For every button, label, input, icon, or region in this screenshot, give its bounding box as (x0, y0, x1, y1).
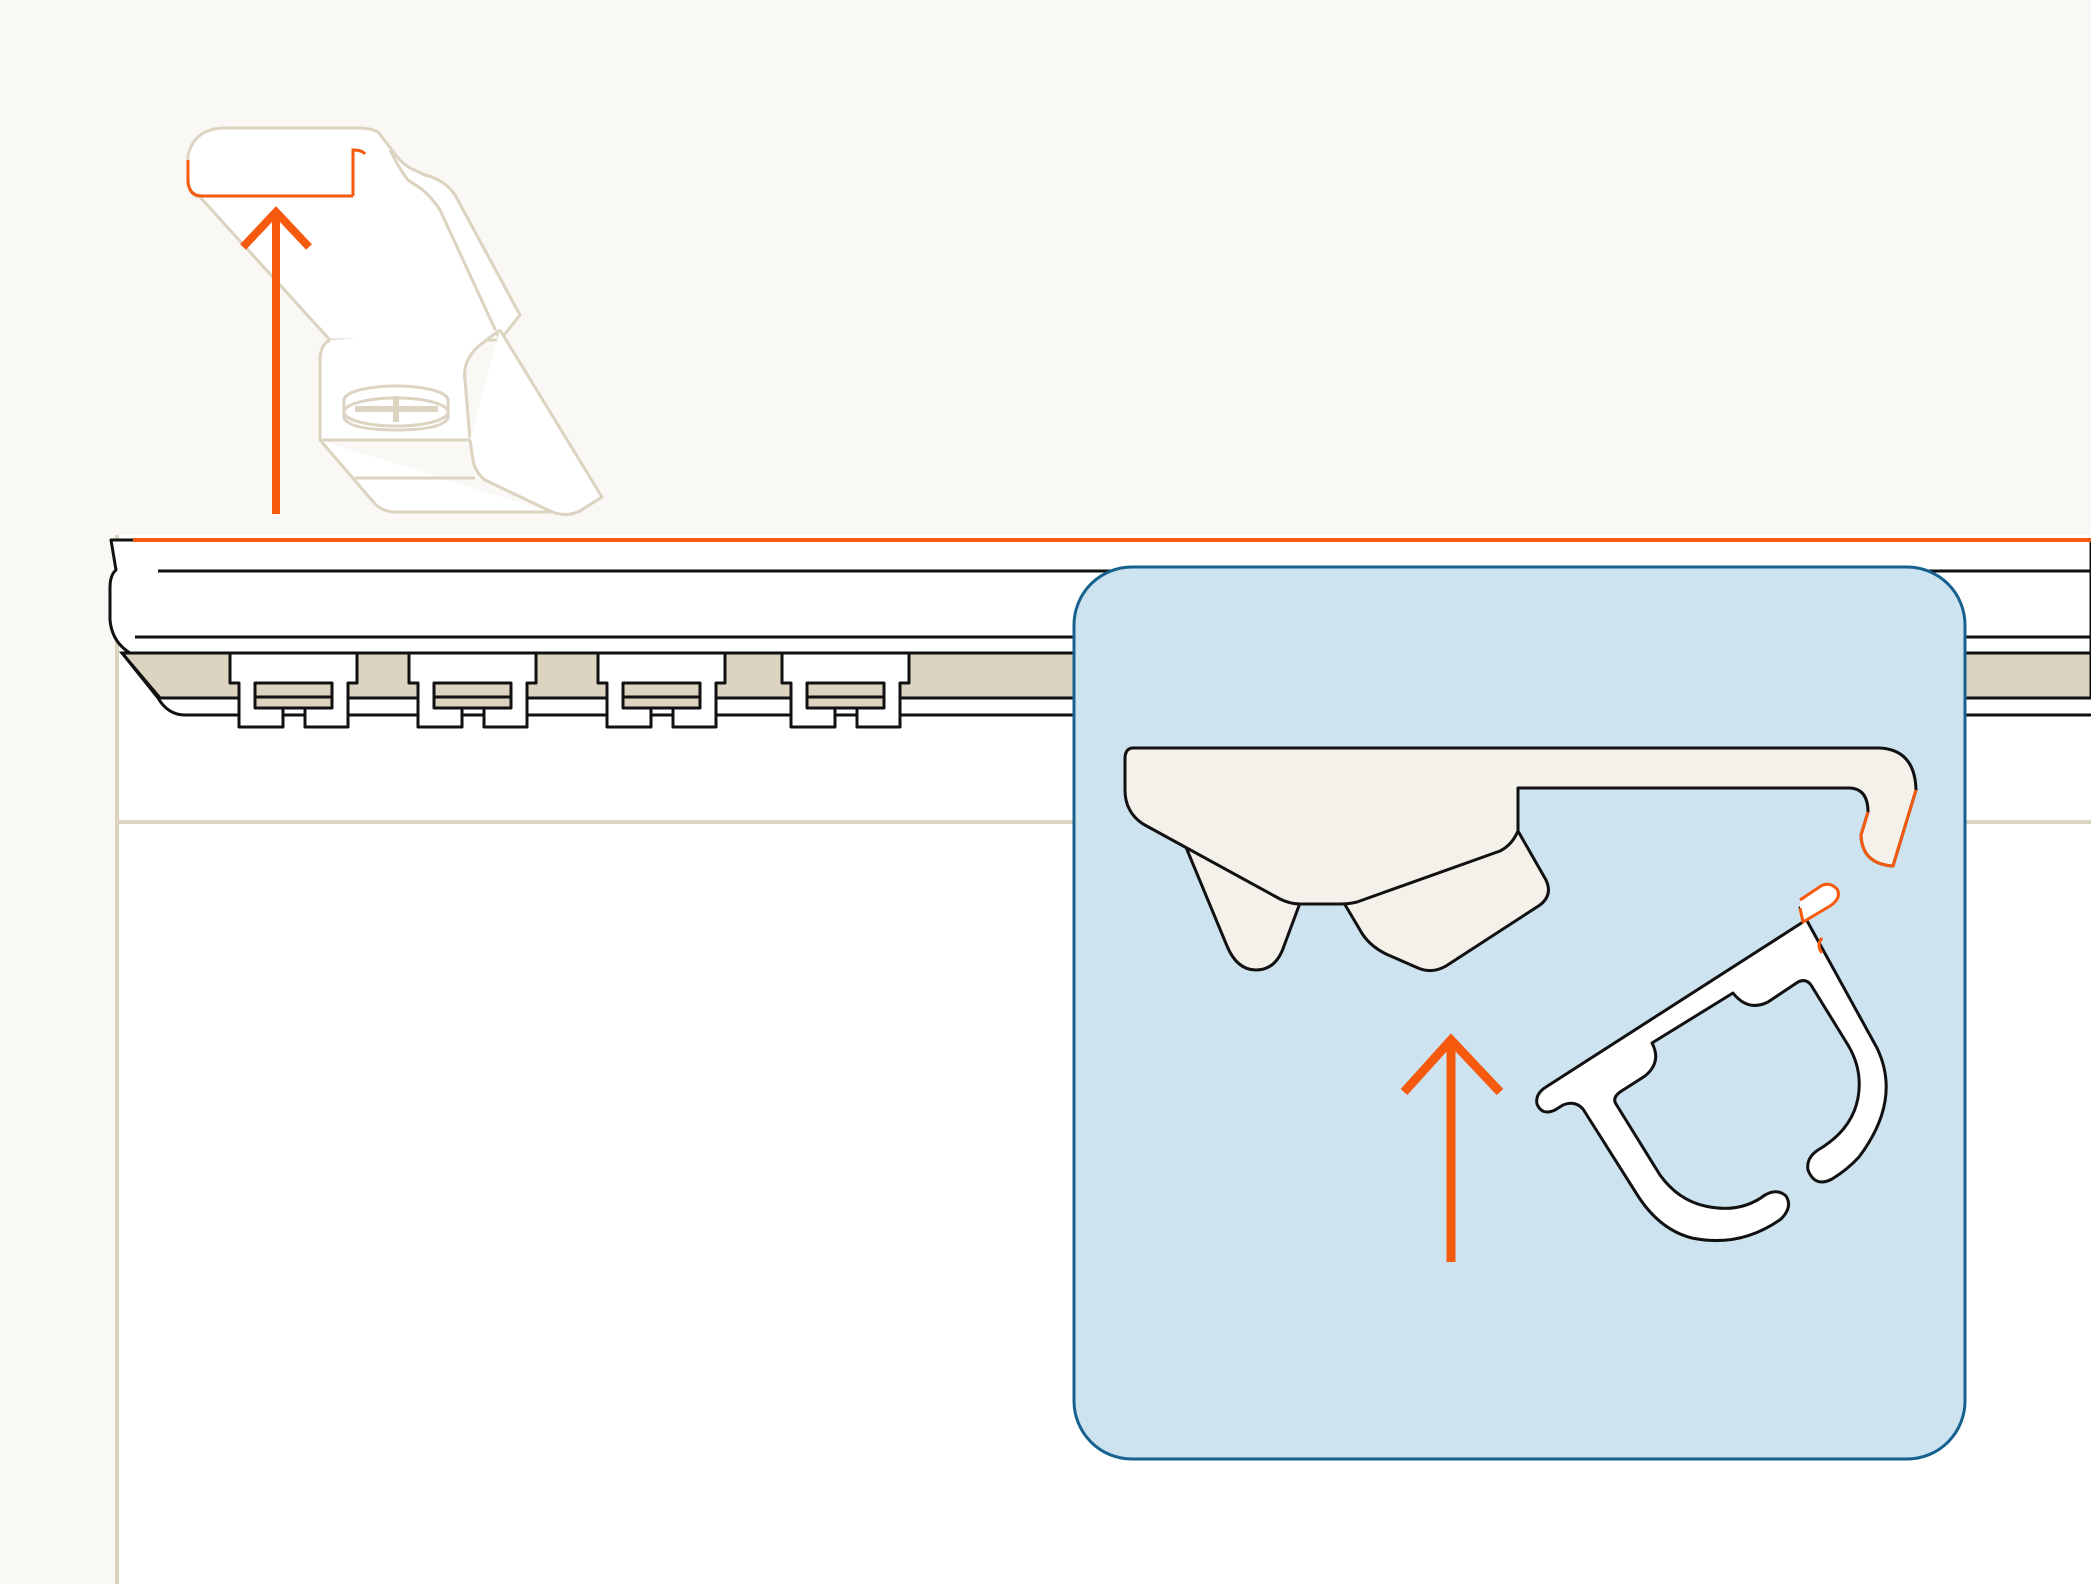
lift-arrow-icon (240, 206, 312, 514)
glider-2 (407, 651, 538, 729)
bracket-top-highlight (186, 148, 367, 198)
glider-4 (780, 651, 911, 729)
inset-lift-arrow-icon (1400, 1033, 1504, 1262)
glider-1 (228, 651, 359, 729)
glider-3 (596, 651, 727, 729)
clip-detail-inset (1072, 565, 1967, 1461)
track-profile-icon (1123, 746, 1918, 973)
glider-carriers-icon (228, 651, 911, 729)
bracket-ghost-icon (186, 126, 604, 516)
hook-clip-icon (1535, 882, 1888, 1242)
